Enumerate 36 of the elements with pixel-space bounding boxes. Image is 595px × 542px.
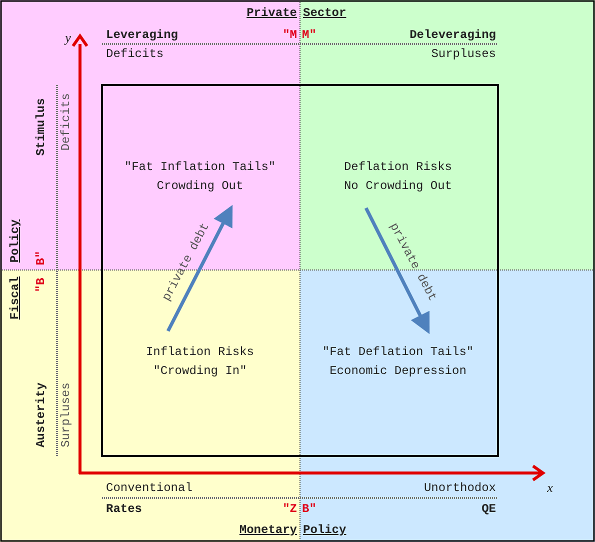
arrow [364, 207, 430, 334]
category-label: Deleveraging [410, 28, 496, 42]
zone-mark: B" [34, 250, 48, 266]
category-label: QE [482, 502, 496, 516]
category-label: Austerity [34, 382, 48, 448]
zone-mark: "B [34, 278, 48, 292]
category-label: Stimulus [34, 98, 48, 156]
sub-label: Deficits [59, 93, 73, 151]
quadrant-heading: "Fat Deflation Tails" [322, 344, 474, 361]
quadrant-heading: "Fat Inflation Tails" [124, 159, 276, 176]
sub-label: Deficits [106, 47, 164, 61]
axis-title: Private [246, 6, 297, 20]
axis-title: Policy [303, 523, 346, 537]
zone-mark: M" [302, 28, 316, 42]
quadrant-text: "Crowding In" [152, 363, 248, 380]
category-label: Rates [106, 502, 142, 516]
zone-mark: "Z [282, 502, 297, 516]
zone-mark: B" [302, 502, 316, 516]
sub-label: Conventional [106, 481, 192, 495]
sub-label: Unorthodox [424, 481, 496, 495]
sub-label: Surpluses [431, 47, 496, 61]
axis-title: Fiscal [8, 276, 22, 320]
axis-label: x [547, 480, 553, 496]
axis-label: y [65, 30, 71, 46]
quadrant-heading: Deflation Risks [344, 159, 452, 176]
arrow [166, 204, 233, 332]
axis-title: Policy [8, 219, 22, 263]
quadrant-text: Economic Depression [328, 363, 468, 380]
axis-title: Sector [303, 6, 346, 20]
axis-title: Monetary [239, 523, 297, 537]
zone-mark: "M [282, 28, 297, 42]
sub-label: Surpluses [59, 382, 73, 448]
quadrant-text: Crowding Out [156, 178, 244, 195]
quadrant-text: No Crowding Out [344, 178, 452, 195]
category-label: Leveraging [106, 28, 178, 42]
quadrant-heading: Inflation Risks [146, 344, 254, 361]
